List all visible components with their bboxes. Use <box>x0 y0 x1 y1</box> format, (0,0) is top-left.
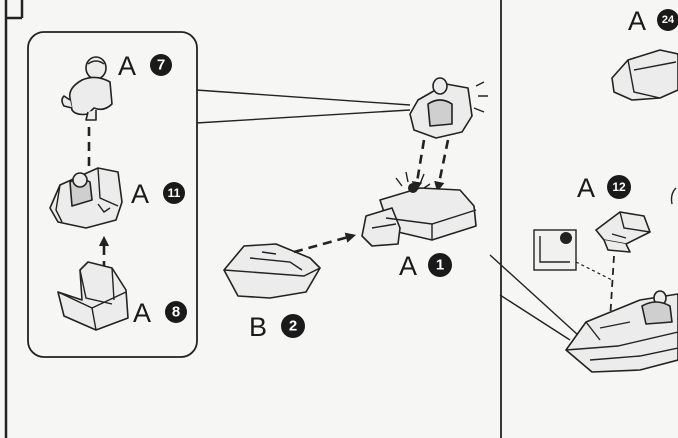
panel-frame <box>4 0 502 438</box>
seat-part <box>57 261 129 331</box>
partial-edge-shape <box>670 187 677 205</box>
svg-text:A: A <box>577 173 596 203</box>
svg-text:A: A <box>133 298 152 328</box>
svg-text:B: B <box>249 312 268 342</box>
arrow-cockpit-left <box>411 139 426 193</box>
detail-inset <box>533 229 613 281</box>
canopy-part <box>223 243 321 299</box>
label-a24: A 24 <box>628 6 678 36</box>
pilot-figure-part <box>61 56 113 121</box>
label-a11: A 11 <box>131 179 185 209</box>
arrow-canopy-to-fuselage <box>293 232 357 254</box>
svg-text:11: 11 <box>168 186 181 200</box>
block-part <box>595 211 651 253</box>
svg-text:24: 24 <box>662 14 675 26</box>
label-a7: A 7 <box>118 51 172 81</box>
svg-text:8: 8 <box>172 304 180 321</box>
svg-text:A: A <box>118 51 137 81</box>
svg-text:A: A <box>131 179 150 209</box>
arrow-block-to-hull <box>606 255 615 323</box>
label-a12: A 12 <box>577 173 631 203</box>
label-a8: A 8 <box>133 298 187 328</box>
label-a1: A 1 <box>399 251 452 281</box>
arrow-cockpit-right <box>434 139 450 193</box>
callout-lines <box>195 89 579 341</box>
svg-text:12: 12 <box>612 180 626 194</box>
svg-text:1: 1 <box>436 257 444 274</box>
fuselage-part <box>361 171 477 247</box>
svg-text:2: 2 <box>289 318 297 335</box>
svg-text:A: A <box>628 6 647 36</box>
intake-part <box>611 49 678 101</box>
seat-with-pilot-part <box>49 167 123 229</box>
hull-part <box>565 290 678 373</box>
cockpit-pilot-assembly-part <box>409 77 488 139</box>
svg-text:7: 7 <box>157 57 165 74</box>
svg-text:A: A <box>399 251 418 281</box>
label-b2: B 2 <box>249 312 305 342</box>
